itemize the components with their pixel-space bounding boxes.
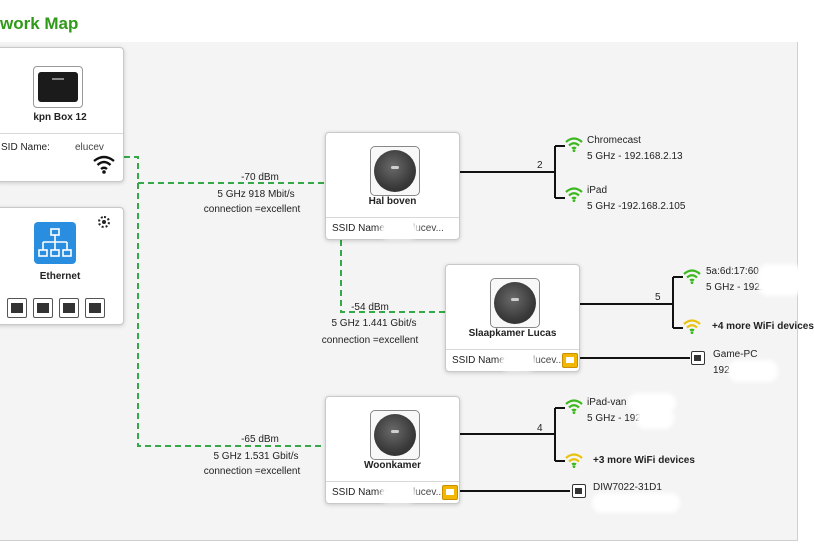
node-ssid-row: SSID Name lucev... (326, 217, 459, 239)
device-name-ipad[interactable]: iPad (587, 185, 608, 196)
link-rate: 5 GHz 1.531 Gbit/s (213, 451, 299, 462)
device-detail-ipad-van: 5 GHz - 192. (587, 413, 644, 424)
router-ssid-value: elucev (75, 142, 104, 153)
device-detail-chromecast: 5 GHz - 192.168.2.13 (587, 151, 683, 162)
more-wifi-devices-link[interactable]: +4 more WiFi devices (712, 321, 814, 332)
node-name: Slaapkamer Lucas (468, 328, 557, 339)
redaction-blur (596, 497, 676, 509)
device-name-mac[interactable]: 5a:6d:17:60 (706, 266, 759, 277)
wifi-pod-image (370, 410, 420, 460)
wifi-signal-weak-icon (565, 453, 583, 468)
ethernet-port-badge-icon (442, 485, 458, 500)
wifi-signal-icon (565, 399, 583, 414)
node-card-hal-boven[interactable]: Hal boven SSID Name lucev... (325, 132, 460, 240)
ethernet-name: Ethernet (39, 271, 81, 282)
ethernet-icon (34, 222, 76, 264)
router-name: kpn Box 12 (33, 112, 87, 123)
ssid-value: lucev... (413, 223, 444, 234)
link-woon-devices (460, 407, 565, 462)
lan-port-4-icon (85, 298, 105, 318)
lan-port-1-icon (7, 298, 27, 318)
device-detail-mac: 5 GHz - 192. (706, 282, 763, 293)
wifi-signal-icon (565, 187, 583, 202)
redaction-blur (504, 358, 532, 367)
ssid-value: lucev... (533, 355, 564, 366)
lan-port-3-icon (59, 298, 79, 318)
node-ssid-row: SSID Name: lucev... (446, 349, 579, 371)
device-count: 2 (537, 160, 543, 171)
redaction-blur (632, 397, 672, 409)
redaction-blur (732, 364, 774, 378)
device-name-ipad-van[interactable]: iPad-van (587, 397, 627, 408)
device-count: 4 (537, 423, 543, 434)
ethernet-port-icon (572, 484, 586, 498)
mesh-link-hal (124, 156, 327, 184)
link-quality: connection =excellent (203, 466, 301, 477)
redaction-blur (384, 490, 412, 499)
ethernet-port-badge-icon (562, 353, 578, 368)
link-signal: -65 dBm (241, 434, 279, 445)
ssid-label: SSID Name: (452, 355, 508, 366)
ethernet-port-icon (691, 351, 705, 365)
link-rate: 5 GHz 1.441 Gbit/s (331, 318, 417, 329)
redaction-blur (384, 226, 414, 235)
device-detail-ipad: 5 GHz -192.168.2.105 (587, 201, 686, 212)
device-detail-gamepc: 192 (713, 365, 730, 376)
wifi-signal-weak-icon (683, 319, 701, 334)
device-name-diw[interactable]: DIW7022-31D1 (593, 482, 662, 493)
page-title: work Map (0, 14, 79, 33)
link-hal-devices (460, 145, 565, 199)
gear-icon[interactable] (98, 216, 110, 228)
link-quality: connection =excellent (203, 204, 301, 215)
mesh-link-woon (137, 183, 327, 447)
node-ssid-row: SSID Name: lucev... (326, 481, 459, 503)
more-wifi-devices-link[interactable]: +3 more WiFi devices (593, 455, 695, 466)
device-count: 5 (655, 292, 661, 303)
router-ssid-label: SID Name: (1, 142, 50, 153)
router-card[interactable]: kpn Box 12 SID Name: elucev (0, 47, 124, 182)
link-signal: -54 dBm (351, 302, 389, 313)
node-name: Hal boven (368, 196, 417, 207)
node-card-slaapkamer-lucas[interactable]: Slaapkamer Lucas SSID Name: lucev... (445, 264, 580, 372)
link-quality: connection =excellent (321, 335, 419, 346)
mesh-link-slaap (340, 240, 445, 313)
link-slaap-devices (580, 276, 683, 329)
ssid-value: lucev... (413, 487, 444, 498)
wifi-pod-image (490, 278, 540, 328)
wifi-signal-icon (565, 137, 583, 152)
router-image (33, 66, 83, 108)
ethernet-card[interactable]: Ethernet (0, 207, 124, 325)
ssid-label: SSID Name: (332, 487, 388, 498)
device-name-chromecast[interactable]: Chromecast (587, 135, 641, 146)
node-card-woonkamer[interactable]: Woonkamer SSID Name: lucev... (325, 396, 460, 504)
redaction-blur (640, 412, 670, 425)
link-signal: -70 dBm (241, 172, 279, 183)
ssid-label: SSID Name (332, 223, 385, 234)
router-wifi-icon (93, 155, 115, 174)
device-name-gamepc[interactable]: Game-PC (713, 349, 758, 360)
wifi-pod-image (370, 146, 420, 196)
link-rate: 5 GHz 918 Mbit/s (217, 189, 295, 200)
lan-port-2-icon (33, 298, 53, 318)
wifi-signal-icon (683, 269, 701, 284)
node-name: Woonkamer (363, 460, 422, 471)
redaction-blur (762, 268, 798, 292)
